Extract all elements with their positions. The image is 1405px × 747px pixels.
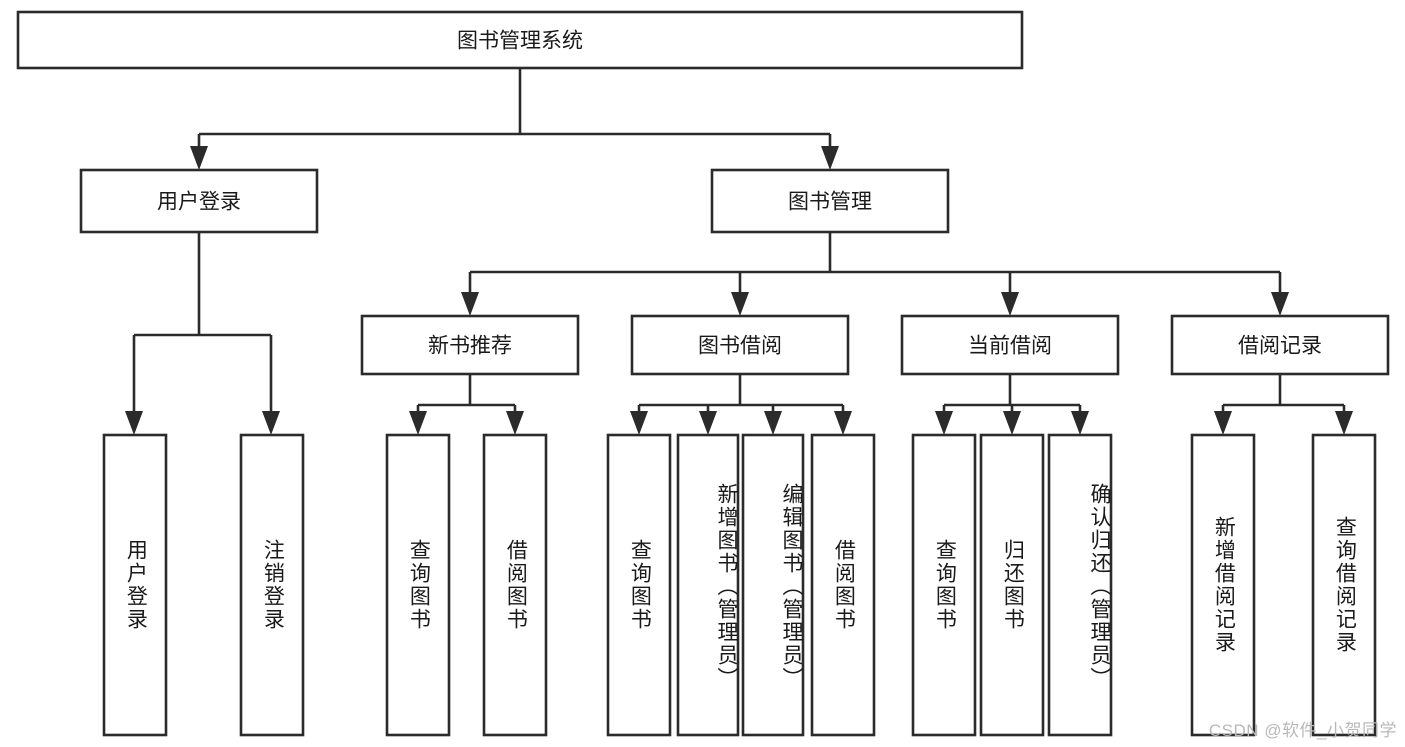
node-leaf-return-book-box[interactable] (979, 433, 1045, 737)
node-user-login-label: 用户登录 (157, 191, 241, 214)
node-root-box[interactable] (16, 10, 1024, 70)
node-leaf-add-book-box[interactable] (676, 433, 740, 737)
node-current-borrow-box[interactable] (900, 314, 1120, 376)
node-leaf-query-book-3-box[interactable] (911, 433, 977, 737)
node-book-borrow-box[interactable] (630, 314, 850, 376)
arrow-to-leaf-user-login (125, 411, 143, 435)
node-book-manage-label: 图书管理 (788, 191, 872, 214)
node-borrow-record-box[interactable] (1170, 314, 1390, 376)
node-leaf-query-book-1-box[interactable] (385, 433, 451, 737)
node-leaf-add-record-box[interactable] (1190, 433, 1256, 737)
arrow-to-leaf-query-book-2 (630, 411, 648, 435)
node-leaf-borrow-book-1-box[interactable] (482, 433, 548, 737)
node-borrow-record-label: 借阅记录 (1238, 335, 1322, 358)
node-leaf-borrow-book-2-box[interactable] (810, 433, 876, 737)
connector-layer (125, 68, 1353, 435)
node-leaf-query-book-2-box[interactable] (606, 433, 672, 737)
node-new-book-rec-label: 新书推荐 (428, 335, 512, 358)
node-user-login-box[interactable] (79, 168, 319, 234)
arrow-to-leaf-add-book (699, 411, 717, 435)
arrow-to-leaf-user-logout (262, 411, 280, 435)
arrow-to-leaf-query-book-1 (409, 411, 427, 435)
arrow-to-leaf-edit-book (764, 411, 782, 435)
node-leaf-query-record-box[interactable] (1311, 433, 1377, 737)
node-layer: 图书管理系统 用户登录 图书管理 新书推荐 图书借阅 当前借阅 借阅记录 (16, 10, 1390, 737)
node-leaf-user-logout-box[interactable] (239, 433, 305, 737)
arrow-to-leaf-add-record (1214, 411, 1232, 435)
arrow-to-leaf-confirm-return (1071, 411, 1089, 435)
arrow-to-leaf-query-book-3 (935, 411, 953, 435)
node-root-label: 图书管理系统 (457, 30, 583, 53)
node-current-borrow-label: 当前借阅 (968, 335, 1052, 358)
arrow-to-leaf-query-record (1335, 411, 1353, 435)
node-leaf-user-login-box[interactable] (102, 433, 168, 737)
node-book-manage-box[interactable] (710, 168, 950, 234)
node-leaf-confirm-return-box[interactable] (1047, 433, 1113, 737)
arrow-to-book-borrow (731, 292, 749, 316)
arrow-to-current-borrow (1001, 292, 1019, 316)
arrow-to-leaf-return-book (1003, 411, 1021, 435)
node-leaf-edit-book-box[interactable] (741, 433, 805, 737)
arrow-to-new-book-rec (461, 292, 479, 316)
csdn-watermark: CSDN @软件_小贺同学 (1208, 721, 1397, 740)
arrow-to-leaf-borrow-book-2 (834, 411, 852, 435)
node-book-borrow-label: 图书借阅 (698, 335, 782, 358)
node-new-book-rec-box[interactable] (360, 314, 580, 376)
arrow-to-leaf-borrow-book-1 (506, 411, 524, 435)
arrow-to-user-login (190, 146, 208, 170)
arrow-to-borrow-record (1271, 292, 1289, 316)
arrow-to-book-manage (821, 146, 839, 170)
